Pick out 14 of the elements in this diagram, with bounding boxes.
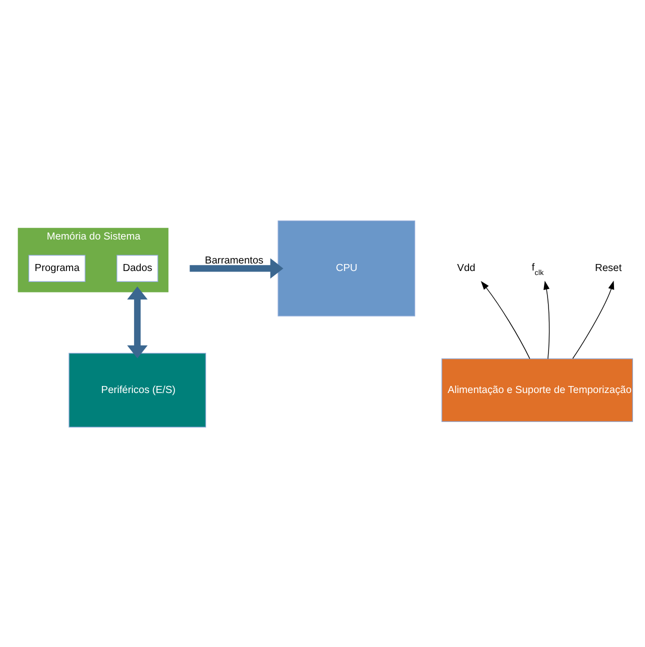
arrow — [127, 286, 148, 358]
node-box: Periféricos (E/S) — [68, 352, 206, 427]
node-box: Dados — [116, 254, 158, 282]
node-text: Vdd — [457, 262, 476, 274]
node-text: f$_{clk}$ — [532, 262, 544, 276]
arrow — [572, 280, 614, 358]
arrow — [544, 280, 550, 359]
edge-label: Barramentos — [204, 254, 264, 266]
node-text: Reset — [594, 262, 622, 274]
arrow — [480, 280, 530, 359]
arrow — [190, 258, 284, 278]
node-box: CPU — [278, 220, 416, 316]
node-box: Alimentação e Suporte de Temporização — [441, 358, 633, 422]
node-box: Programa — [28, 254, 86, 282]
